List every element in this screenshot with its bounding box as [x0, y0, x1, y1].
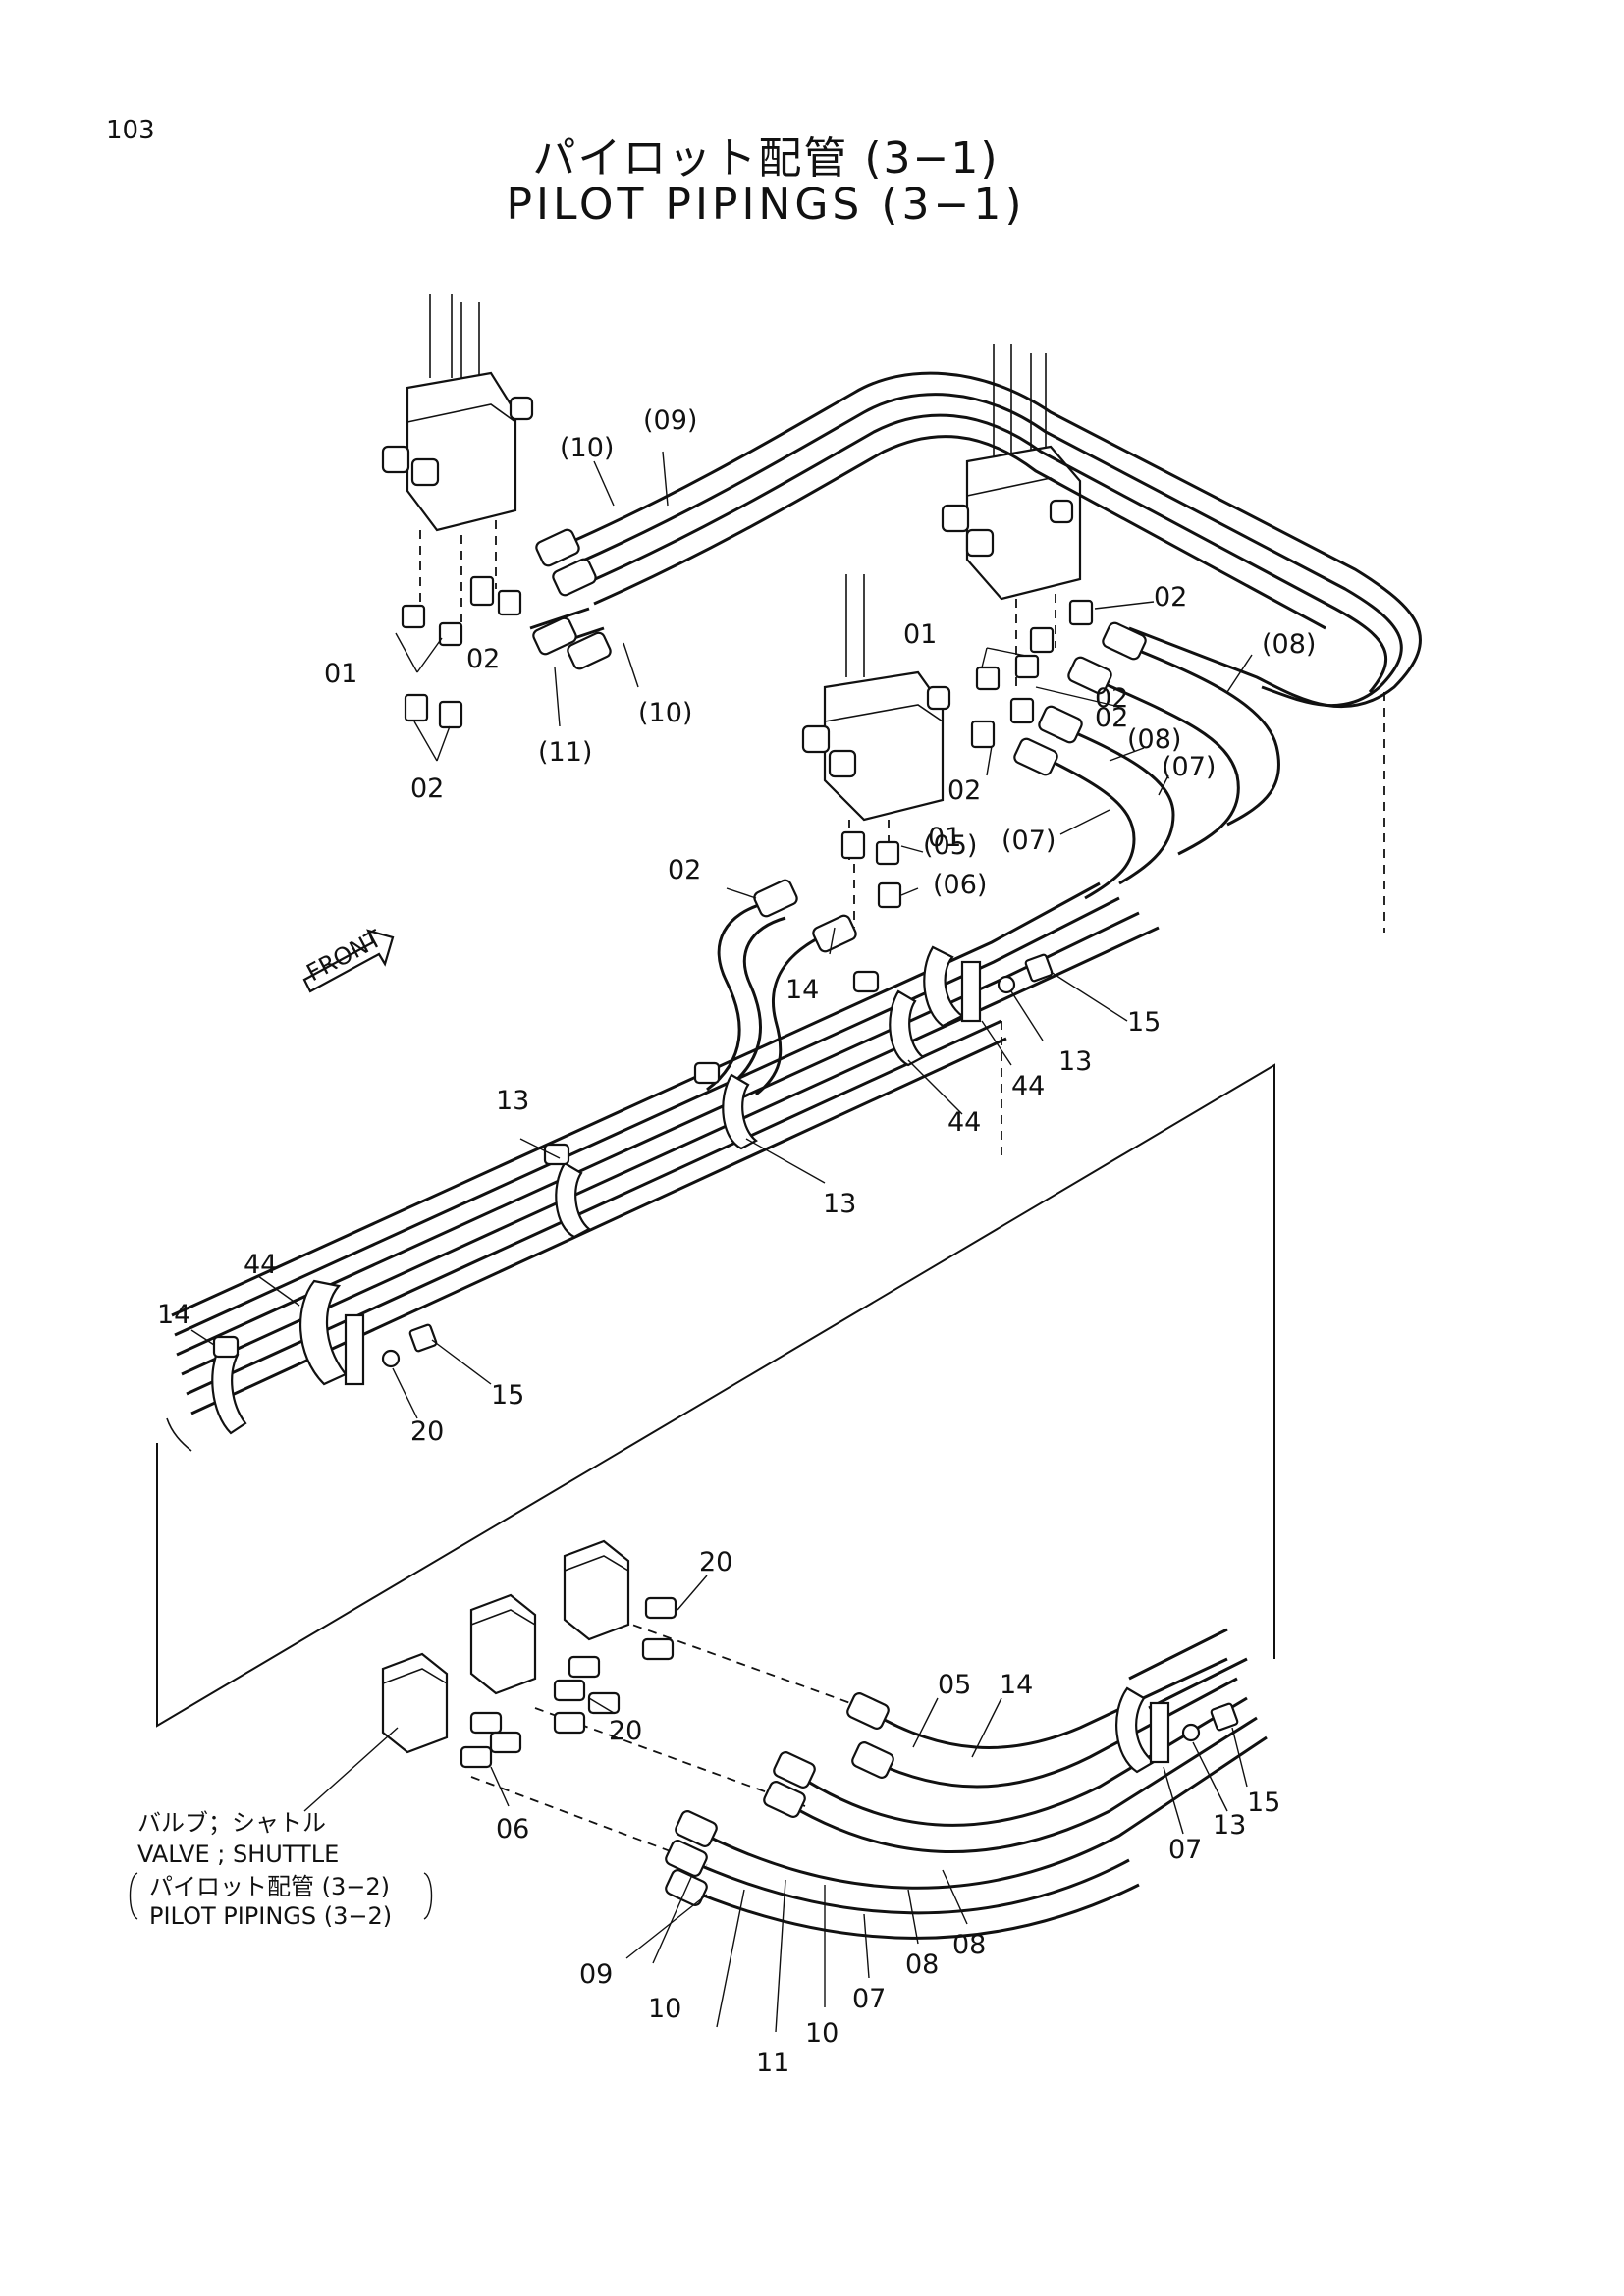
adapters — [401, 575, 1094, 909]
note-ref-english: PILOT PIPINGS (3−2) — [149, 1902, 392, 1930]
callout-label: (07) — [1162, 752, 1216, 782]
callout-label: 44 — [244, 1250, 277, 1280]
shuttle-valve-note: バルブ；シャトル VALVE ; SHUTTLE パイロット配管 (3−2) P… — [129, 1809, 433, 1930]
callout-label: 13 — [823, 1189, 856, 1219]
leader-lines — [190, 451, 1253, 2033]
callout-label: (10) — [560, 433, 614, 463]
callout-label: 11 — [756, 2048, 789, 2078]
callout-label: 15 — [1247, 1788, 1280, 1818]
callout-label: 13 — [496, 1086, 529, 1116]
note-japanese: バルブ；シャトル — [137, 1809, 326, 1837]
callout-label: 10 — [805, 2018, 839, 2049]
callout-label: (10) — [638, 698, 692, 728]
callout-label: 02 — [1095, 703, 1128, 733]
callout-label: 02 — [947, 775, 981, 806]
callout-label: 02 — [466, 644, 500, 674]
callout-label: 07 — [852, 1984, 886, 2014]
callout-label: 44 — [947, 1107, 981, 1138]
note-ref-japanese: パイロット配管 (3−2) — [149, 1873, 390, 1900]
continuation-lines — [470, 692, 1385, 1866]
callout-label: 14 — [157, 1300, 190, 1330]
section-frame — [156, 1063, 1275, 1728]
clamps-and-fasteners — [211, 945, 1054, 1435]
callout-label: 13 — [1058, 1046, 1092, 1077]
callout-label: 20 — [410, 1416, 444, 1447]
callout-label: 02 — [1154, 582, 1187, 613]
callout-label: 01 — [928, 823, 961, 853]
callout-label: (07) — [1001, 826, 1056, 856]
callout-label: 06 — [496, 1814, 529, 1844]
callout-label: 01 — [903, 619, 937, 650]
shuttle-valves — [381, 1539, 677, 1769]
page-number: 103 — [106, 116, 155, 145]
callout-label: 09 — [579, 1959, 613, 1990]
callout-label: 15 — [491, 1380, 524, 1411]
callout-label: (11) — [538, 737, 592, 768]
callout-label: 14 — [785, 975, 819, 1005]
callout-label: 05 — [938, 1670, 971, 1700]
callout-label: 02 — [668, 855, 701, 885]
callout-label: 02 — [1095, 683, 1128, 714]
callout-label: 08 — [952, 1930, 986, 1960]
pipe-bundle-lower-bend — [665, 1628, 1268, 1940]
title-japanese: パイロット配管 (3−1) — [532, 133, 1000, 184]
callout-label: (09) — [643, 405, 697, 436]
callout-label: 20 — [609, 1716, 642, 1746]
callout-label: 01 — [324, 659, 357, 689]
callout-label: (08) — [1262, 629, 1316, 660]
front-arrow: FRONT — [302, 925, 395, 993]
hoses-05-06 — [706, 879, 857, 1096]
callout-label: 07 — [1168, 1835, 1202, 1865]
pipe-bundle-loop — [529, 371, 1422, 900]
pilot-valve-left — [381, 294, 534, 628]
callout-labels: (09) (10) 01 02 (10) (11) 02 02 (08) 01 … — [157, 405, 1316, 2078]
callout-label: (08) — [1127, 724, 1181, 755]
callout-label: 10 — [648, 1994, 681, 2024]
title-english: PILOT PIPINGS (3−1) — [506, 180, 1026, 230]
callout-label: 02 — [410, 774, 444, 804]
callout-label: 20 — [699, 1547, 732, 1577]
callout-label: 08 — [905, 1949, 939, 1980]
callout-label: 13 — [1213, 1810, 1246, 1841]
pilot-valve-right — [941, 344, 1082, 687]
note-english: VALVE ; SHUTTLE — [137, 1841, 339, 1868]
callout-label: (06) — [933, 870, 987, 900]
pilot-valve-center — [801, 574, 951, 864]
callout-label: (05) — [923, 830, 977, 861]
callout-label: 15 — [1127, 1007, 1161, 1038]
callout-label: 14 — [1000, 1670, 1033, 1700]
callout-label: 44 — [1011, 1071, 1045, 1101]
